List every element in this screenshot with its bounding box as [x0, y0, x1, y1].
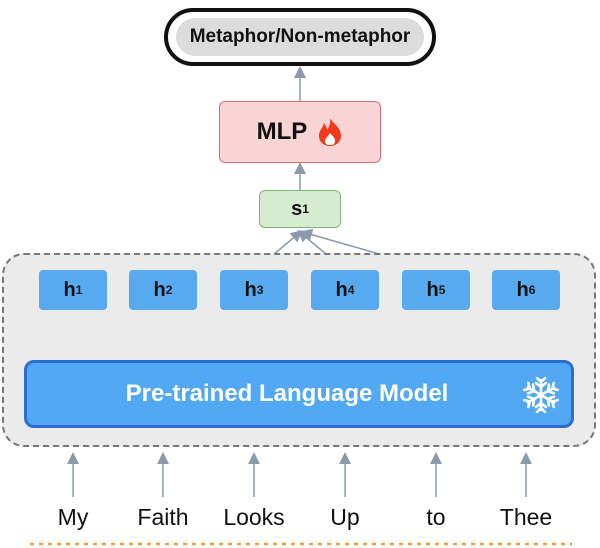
output-label: Metaphor/Non-metaphor	[176, 18, 424, 56]
h-letter: h	[63, 278, 76, 301]
h-index: 6	[528, 283, 536, 297]
token-2: Faith	[137, 504, 189, 530]
h-letter: h	[244, 278, 257, 301]
token-1: My	[57, 504, 89, 530]
h-index: 3	[256, 283, 264, 297]
h-letter: h	[516, 278, 529, 301]
token-to-encoder-arrows	[67, 452, 532, 497]
s-letter: s	[291, 197, 303, 220]
h-letter: h	[426, 278, 439, 301]
h-index: 5	[438, 283, 446, 297]
h-letter: h	[153, 278, 166, 301]
encoder-block: Pre-trained Language Model	[24, 360, 574, 428]
token-5: to	[426, 504, 446, 530]
h-letter: h	[335, 278, 348, 301]
snowflake-icon	[523, 377, 559, 413]
token-4: Up	[330, 504, 360, 530]
h-index: 4	[347, 283, 355, 297]
token-3: Looks	[223, 504, 285, 530]
mlp-node: MLP	[219, 101, 381, 163]
h-index: 1	[75, 283, 83, 297]
s-index: 1	[302, 202, 309, 216]
token-6: Thee	[499, 504, 553, 530]
output-node: Metaphor/Non-metaphor	[164, 8, 436, 66]
encoder-label: Pre-trained Language Model	[125, 380, 449, 407]
fire-icon	[319, 118, 342, 146]
mlp-label: MLP	[256, 118, 308, 145]
h-index: 2	[165, 283, 173, 297]
